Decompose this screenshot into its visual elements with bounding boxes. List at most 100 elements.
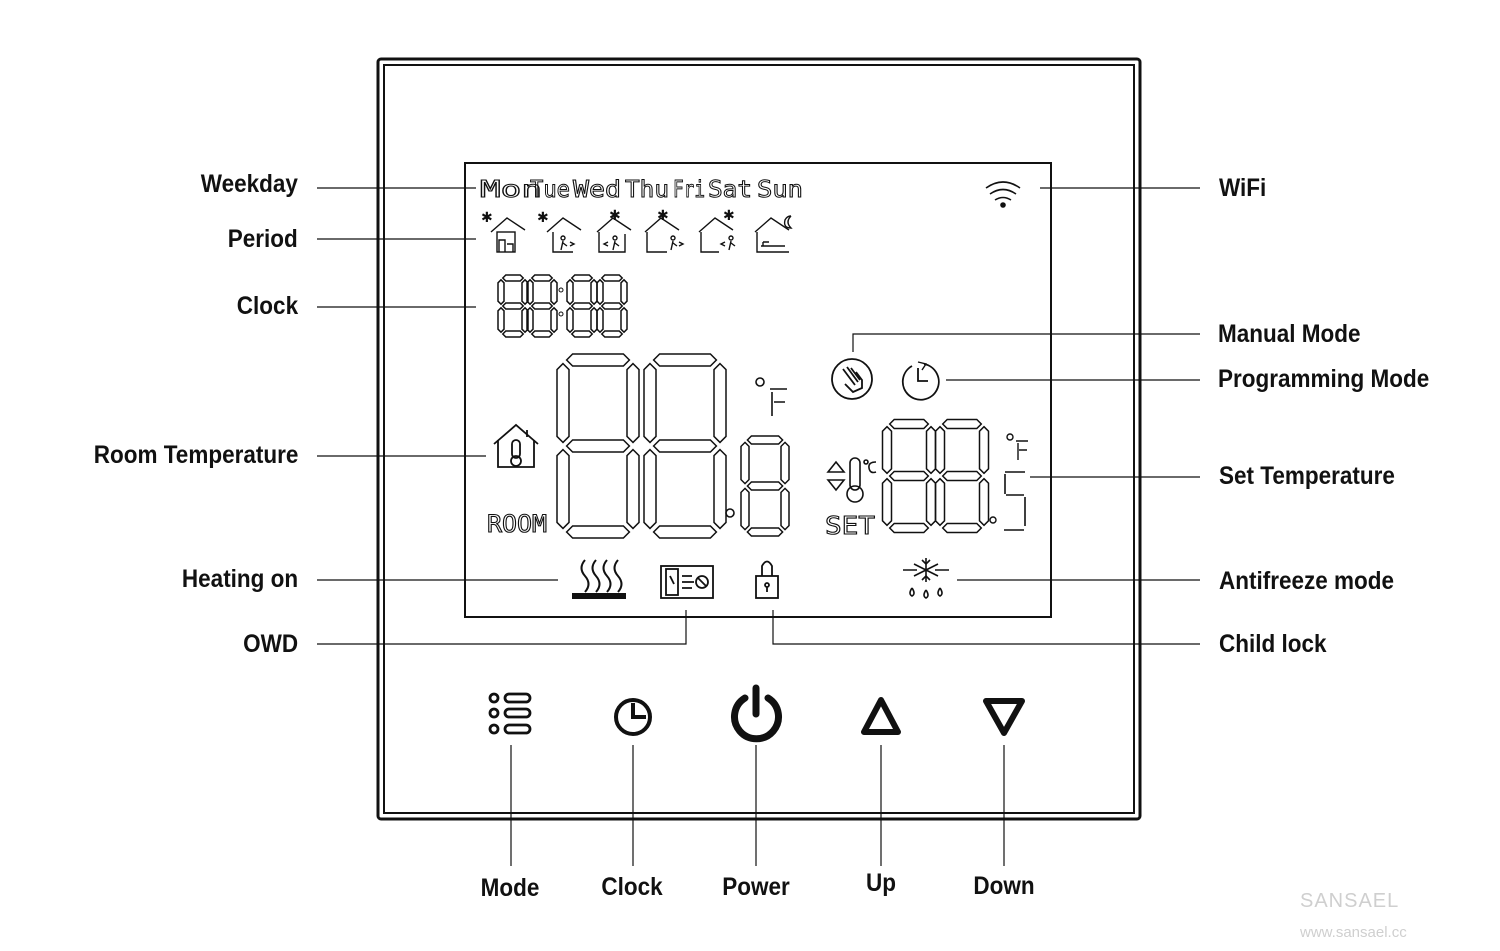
set-digit-0-seg-g [888, 470, 930, 482]
clock-digit-0-seg-f [497, 278, 505, 306]
room-digit-1-seg-f [643, 362, 657, 444]
label-child-lock: Child lock [1219, 630, 1327, 658]
room-digit-2-seg-d [746, 527, 784, 537]
label-set-temperature: Set Temperature [1219, 462, 1395, 490]
wifi-icon [985, 181, 1021, 208]
watermark-url: www.sansael.cc [1300, 924, 1407, 941]
power-icon [731, 684, 782, 743]
clock-digit-2-seg-d [570, 330, 594, 338]
svg-text:✱: ✱ [657, 208, 669, 224]
weekday-row: Mon Tue Wed Thu Fri Sat Sun [480, 177, 804, 204]
set-digit-0-seg-e [881, 477, 893, 527]
clock-digit-1-seg-e [526, 306, 534, 334]
weekday-tue: Tue [530, 177, 570, 203]
room-digit-1 [643, 353, 727, 539]
triangle-up-icon [861, 697, 901, 735]
room-digit-1-seg-g [652, 439, 718, 453]
clock-colon-dot-0 [558, 287, 564, 293]
room-digit-2-seg-f [740, 441, 750, 485]
label-owd: OWD [243, 630, 298, 658]
room-digit-0-seg-d [565, 525, 631, 539]
clock-icon [901, 361, 940, 401]
room-unit-f [755, 377, 787, 416]
label-room-temperature: Room Temperature [93, 441, 298, 469]
period-leave2-icon: ✱ [644, 208, 685, 253]
open-window-icon [660, 565, 714, 599]
weekday-fri: Fri [673, 177, 705, 203]
label-mode-button: Mode [480, 874, 540, 902]
clock-digit-1-seg-d [530, 330, 554, 338]
clock-digit-1-seg-b [550, 278, 558, 306]
clock-digit-2-seg-g [570, 302, 594, 310]
clock-digit-3-seg-c [620, 306, 628, 334]
room-digit-2-seg-a [746, 435, 784, 445]
period-return2-icon: ✱ [698, 208, 736, 253]
weekday-sun: Sun [757, 177, 803, 203]
period-leave-icon: ✱ [537, 210, 582, 253]
clock-digit-3-seg-e [596, 306, 604, 334]
label-heating-on: Heating on [181, 565, 298, 593]
room-digit-0-seg-b [626, 362, 640, 444]
period-icons: ✱ ✱ ✱ ✱ ✱ [481, 208, 793, 253]
room-digit-1-seg-d [652, 525, 718, 539]
set-digit-1-seg-a [941, 418, 983, 430]
clock-button-icon [614, 698, 652, 736]
room-digit-1-seg-b [713, 362, 727, 444]
clock-button[interactable] [614, 698, 652, 736]
room-digit-2-seg-e [740, 487, 750, 531]
room-digit-2-seg-c [780, 487, 790, 531]
leader-lines-left [317, 187, 687, 645]
set-digit-0-seg-a [888, 418, 930, 430]
clock-digit-1-seg-a [530, 274, 554, 282]
clock-digit-3-seg-b [620, 278, 628, 306]
power-button[interactable] [731, 684, 782, 743]
down-button[interactable] [983, 698, 1025, 736]
set-label: SET [825, 511, 875, 540]
label-manual-mode: Manual Mode [1218, 320, 1361, 348]
snowflake-drops-icon [903, 558, 949, 599]
set-digit-1 [934, 418, 990, 534]
set-digit-0-seg-f [881, 425, 893, 475]
weekday-wed: Wed [573, 177, 621, 203]
room-digit-2 [740, 435, 790, 537]
set-unit-f [1006, 433, 1028, 460]
room-digit-1-seg-a [652, 353, 718, 367]
label-antifreeze-mode: Antifreeze mode [1219, 567, 1395, 595]
set-temperature-digits [881, 418, 990, 534]
set-half-digit [1004, 471, 1026, 531]
clock-digit-0-seg-g [501, 302, 525, 310]
period-return-icon: ✱ [596, 208, 632, 253]
set-digit-1-seg-e [934, 477, 946, 527]
clock-digit-3-seg-g [600, 302, 624, 310]
room-temperature-digits [556, 353, 790, 539]
room-label: ROOM [487, 510, 547, 538]
period-sleep-icon [754, 215, 793, 253]
mode-button[interactable] [488, 692, 532, 735]
label-clock-button: Clock [601, 873, 663, 901]
hand-icon [831, 358, 873, 400]
clock-digit-3 [596, 274, 628, 338]
svg-text:✱: ✱ [537, 210, 549, 226]
set-digit-1-seg-b [978, 425, 990, 475]
up-button[interactable] [861, 697, 901, 735]
lcd-screen [464, 162, 1052, 618]
room-digit-0 [556, 353, 640, 539]
house-thermometer-icon [493, 423, 539, 468]
room-decimal-point [725, 508, 735, 518]
room-digit-2-seg-b [780, 441, 790, 485]
room-digit-0-seg-a [565, 353, 631, 367]
clock-digit-2-seg-f [566, 278, 574, 306]
heat-waves-icon [572, 559, 626, 599]
set-digit-1-seg-g [941, 470, 983, 482]
set-digit-1-seg-c [978, 477, 990, 527]
clock-colon-dot-1 [558, 311, 564, 317]
label-power-button: Power [722, 873, 790, 901]
set-digit-0-seg-d [888, 522, 930, 534]
room-digit-2-seg-g [746, 481, 784, 491]
label-down-button: Down [973, 872, 1035, 900]
svg-text:✱: ✱ [481, 210, 493, 226]
padlock-icon [755, 560, 779, 599]
thermometer-arrows-icon [826, 457, 877, 503]
clock-digit-1 [526, 274, 558, 338]
